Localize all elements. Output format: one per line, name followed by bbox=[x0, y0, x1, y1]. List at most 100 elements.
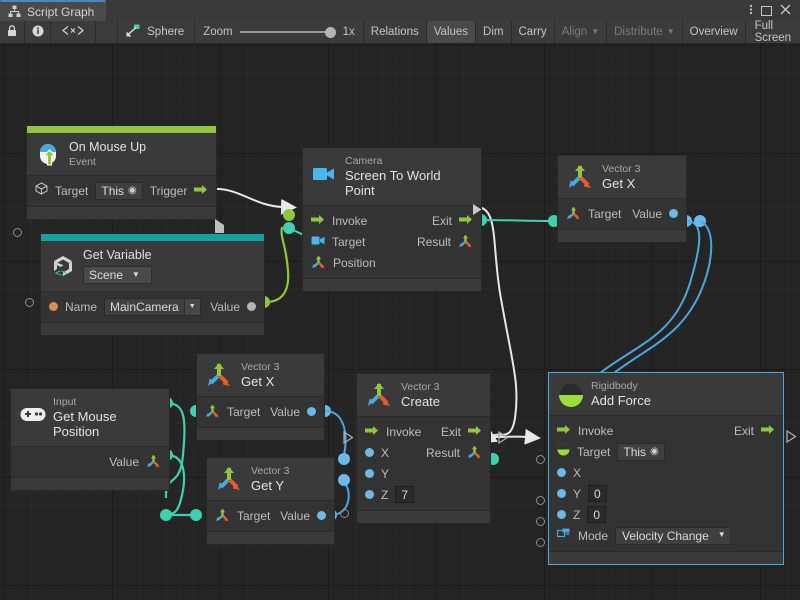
graph-object-chip[interactable]: Sphere bbox=[118, 21, 196, 43]
flow-out-arrow-icon[interactable] bbox=[459, 212, 473, 230]
port-exit-output-create[interactable] bbox=[498, 430, 509, 449]
port-row-name: Name MainCamera ▼ Value bbox=[41, 296, 264, 317]
close-icon[interactable] bbox=[780, 4, 791, 17]
port-dot-x[interactable] bbox=[365, 448, 374, 457]
port-target-input[interactable] bbox=[13, 228, 22, 237]
z-value-input[interactable]: 7 bbox=[395, 486, 415, 503]
flow-out-arrow-icon[interactable] bbox=[194, 182, 208, 200]
node-input-get-mouse-position[interactable]: Input Get Mouse Position Value bbox=[10, 388, 170, 491]
chevron-down-icon[interactable]: ▼ bbox=[183, 298, 200, 315]
toolbar-button-full-screen[interactable]: Full Screen bbox=[745, 20, 800, 44]
port-target-input-rigidbody[interactable] bbox=[536, 455, 545, 464]
port-dot-value[interactable] bbox=[669, 209, 678, 218]
node-header: Vector 3 Create bbox=[357, 374, 490, 417]
node-vector3-get-x-top[interactable]: Vector 3 Get X Target bbox=[557, 155, 687, 243]
port-dot-y[interactable] bbox=[557, 489, 566, 498]
camera-port-icon[interactable] bbox=[311, 233, 325, 251]
vector3-icon[interactable] bbox=[146, 455, 161, 468]
port-dot-name[interactable] bbox=[49, 302, 58, 311]
vector3-icon[interactable] bbox=[458, 235, 473, 248]
toolbar-button-relations[interactable]: Relations bbox=[363, 21, 427, 43]
vector3-icon[interactable] bbox=[205, 405, 220, 418]
toolbar-button-overview[interactable]: Overview bbox=[682, 21, 746, 43]
toolbar-button-dim[interactable]: Dim bbox=[476, 21, 512, 43]
target-picker-icon[interactable]: ◉ bbox=[650, 446, 659, 457]
tab-script-graph[interactable]: Script Graph bbox=[0, 0, 107, 21]
port-dot-value[interactable] bbox=[307, 407, 316, 416]
chevron-down-icon: ▼ bbox=[666, 26, 675, 36]
node-vector3-get-x-mid[interactable]: Vector 3 Get X Target bbox=[196, 353, 325, 441]
node-camera-screen-to-world-point[interactable]: Camera Screen To World Point Invoke Exit bbox=[302, 147, 482, 292]
port-label-target: Target bbox=[227, 404, 261, 419]
port-z-input-create[interactable] bbox=[340, 509, 349, 518]
target-this-dropdown[interactable]: This ◉ bbox=[617, 442, 665, 461]
port-dot-value[interactable] bbox=[317, 511, 326, 520]
node-vector3-get-y[interactable]: Vector 3 Get Y Target bbox=[206, 457, 335, 545]
port-row-x: X bbox=[549, 462, 783, 483]
port-y-input-rigidbody[interactable] bbox=[536, 496, 545, 505]
variable-scope-dropdown[interactable]: Scene ▼ bbox=[83, 266, 152, 284]
port-dot-y[interactable] bbox=[365, 469, 374, 478]
zoom-slider[interactable] bbox=[239, 26, 336, 38]
flow-out-arrow-icon[interactable] bbox=[761, 422, 775, 440]
vector3-icon bbox=[567, 165, 593, 189]
flow-in-arrow-icon[interactable] bbox=[311, 212, 325, 230]
chevron-down-icon: ▼ bbox=[717, 530, 726, 539]
vector3-icon[interactable] bbox=[311, 256, 326, 269]
port-dot-z[interactable] bbox=[557, 510, 566, 519]
port-dot-value[interactable] bbox=[247, 302, 256, 311]
node-header: Rigidbody Add Force bbox=[549, 373, 783, 416]
toolbar-button-distribute[interactable]: Distribute ▼ bbox=[607, 21, 683, 43]
lock-button[interactable] bbox=[0, 21, 25, 43]
y-value-input[interactable]: 0 bbox=[588, 485, 607, 502]
tab-label: Script Graph bbox=[27, 4, 95, 19]
node-get-variable[interactable]: <> Get Variable Scene ▼ Name bbox=[40, 233, 265, 336]
info-button[interactable] bbox=[25, 21, 51, 43]
graph-canvas[interactable]: On Mouse Up Event Target bbox=[0, 43, 800, 600]
port-exit-output-rigidbody[interactable] bbox=[786, 429, 797, 448]
variable-name-dropdown[interactable]: MainCamera ▼ bbox=[104, 297, 201, 316]
maximize-icon[interactable] bbox=[761, 5, 772, 16]
port-z-input-rigidbody[interactable] bbox=[536, 517, 545, 526]
port-mode-input-rigidbody[interactable] bbox=[536, 538, 545, 547]
zoom-control[interactable]: Zoom 1x bbox=[195, 21, 364, 43]
target-this-dropdown[interactable]: This ◉ bbox=[95, 181, 143, 200]
port-dot-x[interactable] bbox=[557, 468, 566, 477]
vector3-icon[interactable] bbox=[566, 207, 581, 220]
node-subtitle: On Mouse Up bbox=[69, 140, 147, 154]
flow-out-arrow-icon[interactable] bbox=[468, 423, 482, 441]
flow-in-arrow-icon[interactable] bbox=[365, 423, 379, 441]
node-vector3-create[interactable]: Vector 3 Create Invoke Exit bbox=[356, 373, 491, 524]
flow-in-arrow-icon[interactable] bbox=[557, 422, 571, 440]
zoom-slider-knob[interactable] bbox=[324, 26, 336, 38]
node-on-mouse-up[interactable]: On Mouse Up Event Target bbox=[26, 125, 217, 220]
port-dot-z[interactable] bbox=[365, 490, 374, 499]
port-label-invoke: Invoke bbox=[578, 423, 614, 438]
node-title: Get Mouse Position bbox=[53, 409, 117, 439]
toolbar-button-align[interactable]: Align ▼ bbox=[554, 21, 608, 43]
force-mode-dropdown[interactable]: Velocity Change ▼ bbox=[615, 526, 731, 545]
unity-variable-icon: <> bbox=[50, 254, 74, 279]
vector3-icon[interactable] bbox=[467, 446, 482, 459]
toolbar-button-values[interactable]: Values bbox=[426, 21, 477, 43]
code-button[interactable] bbox=[51, 21, 96, 43]
target-picker-icon[interactable]: ◉ bbox=[128, 185, 137, 196]
port-exit-output-camera[interactable] bbox=[472, 203, 483, 221]
rigidbody-port-icon[interactable] bbox=[557, 443, 570, 461]
toolbar-button-carry[interactable]: Carry bbox=[511, 21, 555, 43]
port-label-result: Result bbox=[425, 445, 460, 460]
port-row-mode: Mode Velocity Change ▼ bbox=[549, 525, 783, 546]
port-row-target: Target This ◉ bbox=[549, 441, 783, 462]
port-invoke-input-create[interactable] bbox=[343, 430, 354, 449]
port-label-value: Value bbox=[280, 508, 310, 523]
port-label-exit: Exit bbox=[431, 213, 452, 228]
enum-icon[interactable] bbox=[556, 527, 571, 545]
port-label-value: Value bbox=[109, 454, 139, 469]
port-name-input[interactable] bbox=[25, 298, 34, 307]
node-rigidbody-add-force[interactable]: Rigidbody Add Force Invoke Exit bbox=[548, 372, 784, 565]
z-value-input[interactable]: 0 bbox=[587, 506, 607, 523]
menu-icon[interactable] bbox=[749, 3, 753, 18]
vector3-icon[interactable] bbox=[215, 509, 230, 522]
window-titlebar: Script Graph bbox=[0, 0, 800, 21]
